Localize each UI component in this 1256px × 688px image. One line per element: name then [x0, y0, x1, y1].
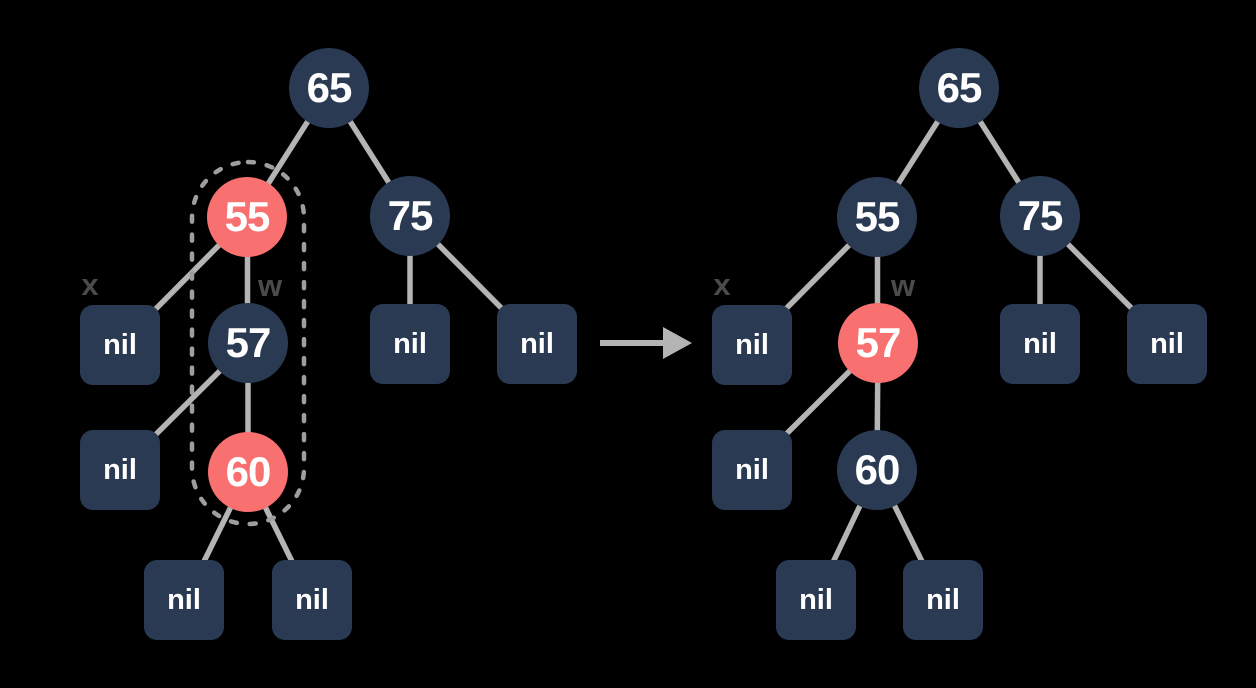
- right-tree-nil-leaf: nil: [712, 430, 792, 510]
- right-tree-pointer-label-w: w: [890, 268, 916, 303]
- right-tree-nil-leaf: nil: [776, 560, 856, 640]
- right-tree-nil-leaf: nil: [712, 305, 792, 385]
- left-tree-nil-leaf: nil: [370, 304, 450, 384]
- left-tree-edges: [120, 86, 539, 600]
- right-tree-node-75: 75: [1000, 176, 1080, 256]
- left-tree-pointer-label-w: w: [257, 268, 283, 303]
- left-tree-pointer-label-x: x: [81, 267, 99, 302]
- left-tree-nil-leaf: nil: [80, 430, 160, 510]
- right-tree-node-60: 60: [837, 430, 917, 510]
- dashed-highlight-capsule: [189, 159, 307, 527]
- left-tree-nil-leaf: nil: [497, 304, 577, 384]
- left-tree-node-55: 55: [207, 177, 287, 257]
- right-tree-nil-leaf: nil: [903, 560, 983, 640]
- left-tree-nil-leaf: nil: [272, 560, 352, 640]
- right-tree-pointer-label-x: x: [713, 267, 731, 302]
- left-tree-node-65: 65: [289, 48, 369, 128]
- left-tree-nil-leaf: nil: [144, 560, 224, 640]
- left-tree-node-75: 75: [370, 176, 450, 256]
- transform-arrow: [600, 327, 692, 359]
- left-tree-node-60: 60: [208, 432, 288, 512]
- right-tree-nil-leaf: nil: [1127, 304, 1207, 384]
- left-tree-node-57: 57: [208, 303, 288, 383]
- right-tree-node-55: 55: [837, 177, 917, 257]
- right-tree-node-57: 57: [838, 303, 918, 383]
- left-tree-nil-leaf: nil: [80, 305, 160, 385]
- right-tree-edges: [750, 86, 1169, 600]
- right-tree-node-65: 65: [919, 48, 999, 128]
- right-tree-nil-leaf: nil: [1000, 304, 1080, 384]
